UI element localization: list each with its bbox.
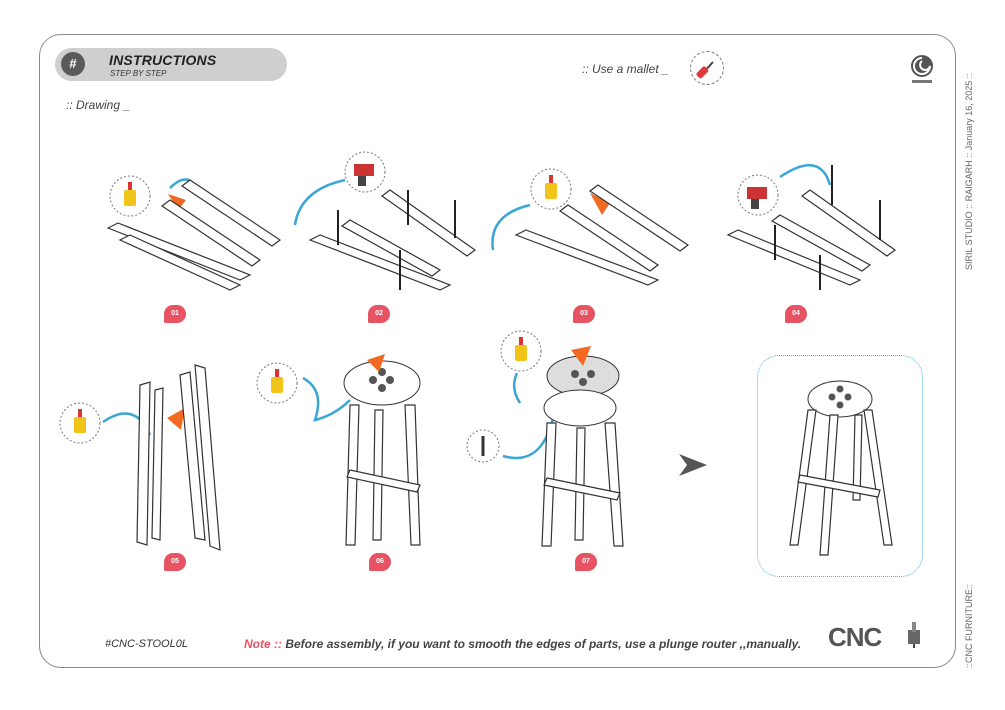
note-text: Before assembly, if you want to smooth t… [285, 637, 802, 651]
router-icon [908, 622, 920, 648]
assembly-note: Note :: Before assembly, if you want to … [244, 637, 801, 651]
next-arrow-icon [679, 454, 707, 476]
step-06-drawing [256, 354, 421, 546]
page-subtitle: STEP BY STEP [110, 69, 167, 78]
product-code: #CNC-STOOL0L [105, 638, 188, 650]
step-05-drawing [59, 364, 221, 551]
step-01-drawing [106, 175, 282, 291]
step-badge: 07 [575, 553, 597, 571]
step-badge: 06 [369, 553, 391, 571]
page-title: INSTRUCTIONS [109, 52, 217, 68]
note-label: Note :: [244, 637, 282, 651]
step-03-drawing [491, 168, 690, 286]
final-result-box [757, 355, 923, 577]
side-studio-text: SIRIL STUDIO :: RAIGARH :: January 16, 2… [964, 73, 974, 270]
mallet-icon [690, 51, 724, 85]
step-badge: 01 [164, 305, 186, 323]
mallet-note: :: Use a mallet _ [582, 62, 669, 76]
step-badge: 02 [368, 305, 390, 323]
brand-logo-icon [911, 55, 933, 83]
final-stool-drawing [789, 380, 893, 556]
step-badge: 03 [573, 305, 595, 323]
hash-badge: # [61, 52, 85, 76]
header-bar [55, 48, 287, 81]
step-02-drawing [293, 151, 477, 291]
step-badge: 05 [164, 553, 186, 571]
step-04-drawing [726, 164, 897, 290]
step-badge: 04 [785, 305, 807, 323]
page-frame [39, 34, 956, 668]
side-cnc-text: ::CNC FURNITURE:: [964, 584, 974, 668]
cnc-logo: CNC [828, 622, 882, 652]
drawing-label: :: Drawing _ [66, 98, 131, 112]
step-07-drawing [466, 330, 624, 547]
